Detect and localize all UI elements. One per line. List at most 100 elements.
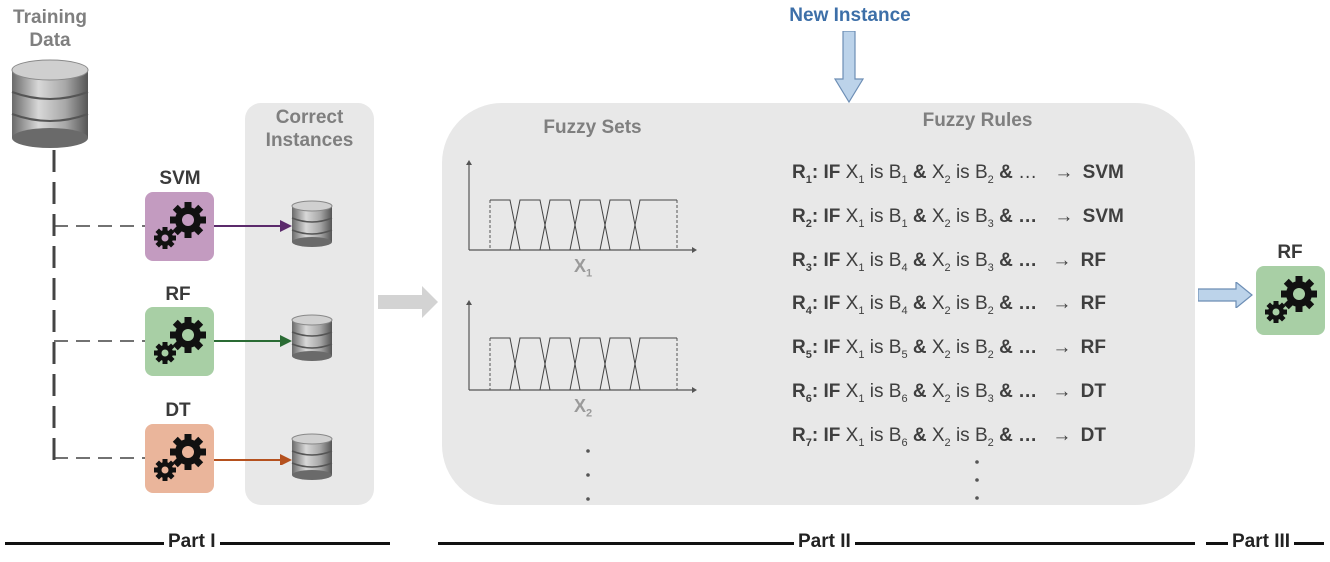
rule-set: B bbox=[974, 250, 988, 271]
rule-arrow: → bbox=[1052, 381, 1072, 402]
rule-arrow: → bbox=[1052, 250, 1072, 271]
rule-var-sub: 2 bbox=[944, 218, 951, 230]
rule-set-sub: 2 bbox=[987, 349, 994, 361]
rule-set: B bbox=[974, 162, 988, 183]
fuzzy-rule-row: R3: IF X1 is B4 & X2 is B3 & … → RF bbox=[792, 248, 1106, 274]
variable-x2-text: X bbox=[574, 396, 587, 416]
model-label-svm: SVM bbox=[159, 168, 201, 189]
rule-set: B bbox=[888, 162, 902, 183]
rule-is: is bbox=[955, 206, 970, 227]
rule-var: X bbox=[845, 162, 859, 183]
rule-id: R bbox=[792, 425, 806, 446]
rule-set-sub: 3 bbox=[987, 218, 994, 230]
rule-var-sub: 1 bbox=[858, 437, 865, 449]
rule-and: & bbox=[912, 337, 927, 358]
output-arrow-icon bbox=[1198, 282, 1253, 308]
training-data-label-line1: Training bbox=[13, 7, 87, 28]
rule-target: SVM bbox=[1082, 162, 1124, 183]
variable-x2-sub: 2 bbox=[586, 407, 593, 420]
correct-instances-label: Correct Instances bbox=[245, 106, 374, 152]
rule-target: DT bbox=[1080, 381, 1106, 402]
fuzzy-system-panel bbox=[442, 103, 1195, 505]
variable-label-x1: X1 bbox=[574, 256, 592, 280]
model-box-dt[interactable] bbox=[145, 424, 214, 493]
model-box-svm[interactable] bbox=[145, 192, 214, 261]
rule-ellipsis: … bbox=[1018, 425, 1038, 446]
membership-plot-x1 bbox=[466, 160, 697, 253]
rule-set: B bbox=[888, 293, 902, 314]
rule-is: is bbox=[955, 381, 970, 402]
rule-if: : IF bbox=[811, 206, 841, 227]
new-instance-label: New Instance bbox=[789, 5, 911, 26]
rule-is: is bbox=[955, 293, 970, 314]
variable-label-x2: X2 bbox=[574, 396, 592, 420]
rule-is: is bbox=[869, 162, 884, 183]
variable-x1-sub: 1 bbox=[586, 267, 593, 280]
rule-ellipsis: … bbox=[1018, 337, 1038, 358]
rule-arrow: → bbox=[1052, 337, 1072, 358]
rule-if: : IF bbox=[811, 293, 841, 314]
vertical-ellipsis-rules bbox=[975, 460, 979, 500]
rule-var-sub: 1 bbox=[858, 393, 865, 405]
rule-id-sub: 4 bbox=[805, 305, 812, 317]
fuzzy-rule-row: R2: IF X1 is B1 & X2 is B3 & … → SVM bbox=[792, 204, 1124, 230]
training-data-connector bbox=[52, 150, 145, 460]
rule-and: & bbox=[999, 293, 1013, 314]
rule-set: B bbox=[974, 425, 988, 446]
rule-and: & bbox=[912, 206, 927, 227]
rule-id: R bbox=[792, 250, 806, 271]
fuzzy-rules-title: Fuzzy Rules bbox=[922, 110, 1033, 131]
rule-var-sub: 2 bbox=[944, 262, 951, 274]
rule-set-sub: 2 bbox=[987, 305, 994, 317]
rule-var-sub: 1 bbox=[858, 305, 865, 317]
rule-set-sub: 1 bbox=[901, 174, 908, 186]
database-icon bbox=[291, 200, 333, 247]
rule-var-sub: 2 bbox=[944, 174, 951, 186]
rule-var: X bbox=[845, 425, 859, 446]
rule-target: DT bbox=[1080, 425, 1106, 446]
membership-plot-x2 bbox=[466, 300, 697, 393]
rule-ellipsis: … bbox=[1018, 250, 1038, 271]
rule-set-sub: 4 bbox=[901, 262, 908, 274]
rule-var: X bbox=[845, 337, 859, 358]
rule-and: & bbox=[999, 337, 1013, 358]
output-model-box[interactable] bbox=[1256, 266, 1325, 335]
rule-id-sub: 3 bbox=[805, 262, 812, 274]
rule-id-sub: 6 bbox=[805, 393, 812, 405]
rule-set: B bbox=[888, 381, 902, 402]
rule-set-sub: 6 bbox=[901, 393, 908, 405]
model-to-instances-arrows bbox=[214, 220, 292, 465]
rule-and: & bbox=[912, 425, 927, 446]
rule-if: : IF bbox=[811, 162, 841, 183]
rule-var-sub: 1 bbox=[858, 349, 865, 361]
rule-set: B bbox=[974, 381, 988, 402]
rule-if: : IF bbox=[811, 425, 841, 446]
rule-set-sub: 2 bbox=[987, 437, 994, 449]
rule-and: & bbox=[912, 162, 927, 183]
gears-icon bbox=[1265, 276, 1317, 323]
rule-is: is bbox=[869, 425, 884, 446]
fuzzy-rule-row: R4: IF X1 is B4 & X2 is B2 & … → RF bbox=[792, 291, 1106, 317]
rule-id-sub: 7 bbox=[805, 437, 812, 449]
rule-and: & bbox=[999, 162, 1013, 183]
rule-var-sub: 2 bbox=[944, 305, 951, 317]
rule-is: is bbox=[869, 337, 884, 358]
variable-x1-text: X bbox=[574, 256, 587, 276]
rule-set-sub: 4 bbox=[901, 305, 908, 317]
rule-var-sub: 1 bbox=[858, 218, 865, 230]
rule-var: X bbox=[931, 162, 945, 183]
model-label-dt: DT bbox=[165, 400, 191, 421]
flow-arrow-icon bbox=[378, 286, 438, 318]
rule-var: X bbox=[931, 381, 945, 402]
rule-if: : IF bbox=[811, 250, 841, 271]
correct-instances-label-line2: Instances bbox=[265, 130, 354, 151]
database-icon bbox=[11, 59, 89, 148]
rule-and: & bbox=[999, 381, 1013, 402]
rule-var-sub: 1 bbox=[858, 262, 865, 274]
rule-var: X bbox=[845, 381, 859, 402]
rule-and: & bbox=[912, 293, 927, 314]
rule-id-sub: 2 bbox=[805, 218, 812, 230]
rule-var-sub: 2 bbox=[944, 437, 951, 449]
model-box-rf[interactable] bbox=[145, 307, 214, 376]
rule-set-sub: 3 bbox=[987, 393, 994, 405]
